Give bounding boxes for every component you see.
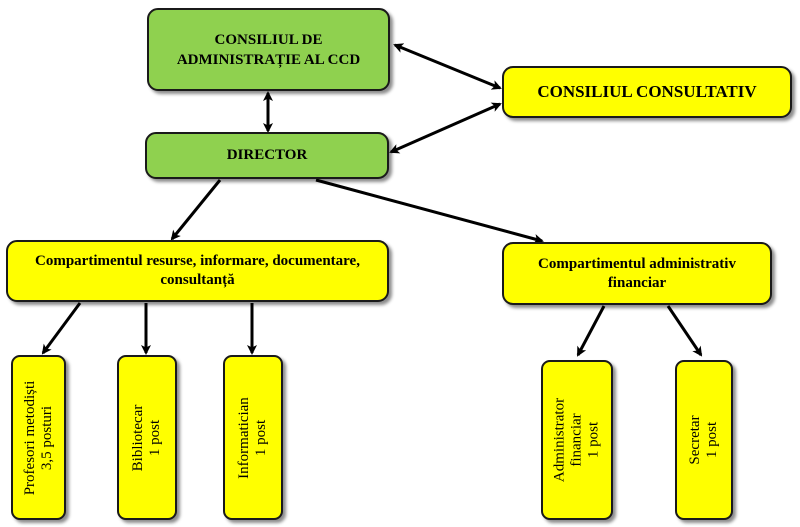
secretary-box: Secretar 1 post — [675, 360, 733, 520]
librarian-line-1: Bibliotecar — [130, 404, 146, 471]
financial-administrator-box: Administrator financiar 1 post — [541, 360, 613, 520]
arrow-admin-secretary — [666, 305, 703, 357]
secretary-line-2: 1 post — [704, 421, 720, 459]
it-specialist-line-2: 1 post — [253, 419, 269, 456]
secretary-line-1: Secretar — [687, 415, 703, 465]
financial-admin-line-3: 1 post — [585, 421, 602, 459]
council-of-administration-box: CONSILIUL DE ADMINISTRAȚIE AL CCD — [147, 8, 390, 91]
arrow-director-admin — [315, 178, 544, 244]
resources-department-box: Compartimentul resurse, informare, docum… — [6, 240, 389, 302]
director-label: DIRECTOR — [226, 147, 308, 163]
it-specialist-line-1: Informatician — [236, 396, 252, 479]
admin-financial-department-box: Compartimentul administrativ financiar — [502, 242, 772, 305]
resources-dept-line-2: consultanță — [160, 272, 235, 288]
financial-admin-line-2: financiar — [568, 413, 585, 467]
council-line-1: CONSILIUL DE — [214, 31, 323, 48]
council-line-2: ADMINISTRAȚIE AL CCD — [176, 51, 361, 68]
arrow-resources-methodists — [41, 302, 82, 355]
librarian-box: Bibliotecar 1 post — [117, 355, 177, 520]
advisory-council-box: CONSILIUL CONSULTATIV — [502, 66, 792, 118]
methodists-line-1: Profesori metodiști — [21, 380, 38, 495]
admin-dept-line-1: Compartimentul administrativ — [538, 255, 736, 272]
advisory-council-label: CONSILIUL CONSULTATIV — [537, 82, 757, 101]
methodist-teachers-box: Profesori metodiști 3,5 posturi — [11, 355, 66, 520]
financial-admin-line-1: Administrator — [551, 397, 568, 483]
methodists-line-2: 3,5 posturi — [38, 405, 55, 470]
arrow-council-advisory — [393, 43, 502, 90]
admin-dept-line-2: financiar — [607, 274, 667, 291]
arrow-admin-financial — [576, 305, 606, 357]
arrow-director-advisory — [389, 102, 502, 154]
director-box: DIRECTOR — [145, 132, 389, 179]
arrow-director-resources — [170, 179, 222, 241]
it-specialist-box: Informatician 1 post — [223, 355, 283, 520]
librarian-line-2: 1 post — [147, 419, 163, 456]
resources-dept-line-1: Compartimentul resurse, informare, docum… — [35, 253, 360, 269]
